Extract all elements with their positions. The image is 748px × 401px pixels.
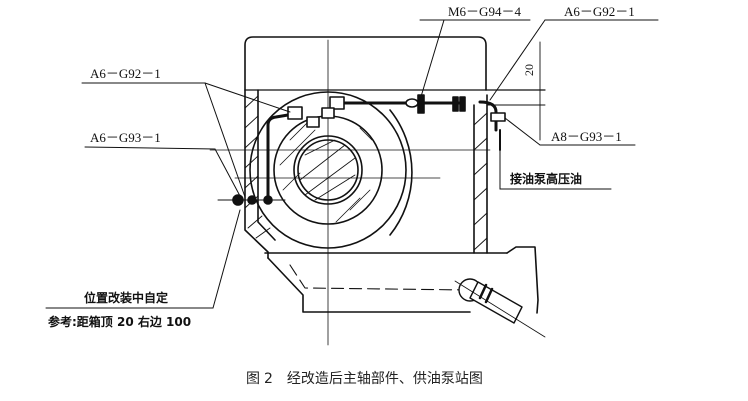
drain-plug-fitting <box>454 278 546 338</box>
housing-left-wall <box>244 89 269 259</box>
oil-drain-dashed <box>289 264 471 291</box>
oil-supply-pipe <box>266 111 302 202</box>
leader-lines <box>45 19 659 309</box>
caption-number: 2 <box>264 371 273 387</box>
callout-right-lower: 接油泵高压油 <box>510 172 583 186</box>
caption-text: 经改造后主轴部件、供油泵站图 <box>286 371 483 387</box>
bearing-hatch <box>279 119 373 223</box>
callout-top-left-lower: A6－G93－1 <box>90 130 161 145</box>
callout-top-middle: M6－G94－4 <box>448 4 521 19</box>
center-lines <box>209 39 491 346</box>
outer-arc <box>389 109 413 236</box>
base-right-profile <box>506 246 539 314</box>
dimension-20-label: 20 <box>522 64 536 76</box>
callout-bottom-left-main: 位置改装中自定 <box>84 291 169 305</box>
caption-prefix: 图 <box>246 371 260 387</box>
headstock-cover <box>244 36 487 91</box>
callout-top-right: A6－G92－1 <box>564 4 635 19</box>
right-wall-hatch <box>473 112 488 251</box>
callout-bottom-left-note: 参考:距箱顶 20 右边 100 <box>48 315 192 329</box>
callout-top-left-upper: A6－G92－1 <box>90 66 161 81</box>
callout-right-middle: A8－G93－1 <box>551 129 622 144</box>
left-wall-hatch <box>244 95 271 239</box>
base-left-slope <box>267 257 471 313</box>
